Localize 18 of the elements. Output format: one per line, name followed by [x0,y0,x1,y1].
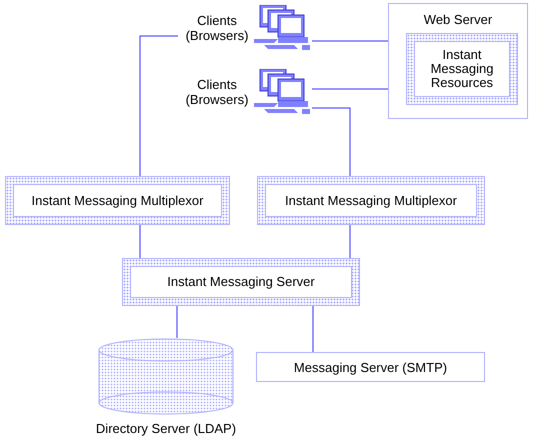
label-panel: Instant Messaging Multiplexor [265,184,477,217]
label-panel: Instant Messaging Multiplexor [13,184,222,217]
server-frame [388,3,528,119]
node-label: Clients (Browsers) [184,13,250,43]
connector-line [312,108,350,176]
server-box: Messaging Server (SMTP) [256,352,485,382]
node-label: Directory Server (LDAP) [94,421,238,436]
node-label: Web Server [422,12,494,27]
label-panel: Instant Messaging Server [130,266,352,298]
connector-line [176,306,178,338]
label-panel: Instant Messaging Resources [414,41,510,97]
connector-line [312,306,314,352]
hatched-frame [5,176,230,225]
hatched-frame [406,33,518,105]
hatched-frame [122,258,360,306]
connector-line [140,36,178,176]
node-label: Clients (Browsers) [184,77,250,107]
hatched-frame [257,176,485,225]
